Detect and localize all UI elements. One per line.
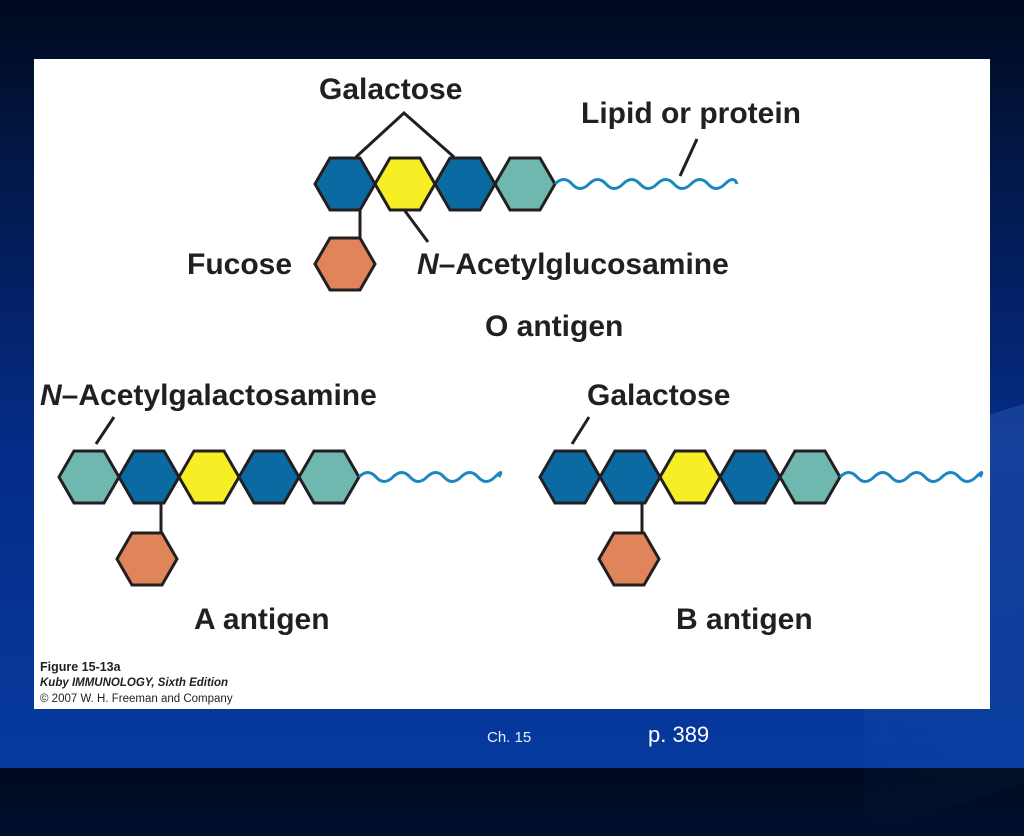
galactose-pointer-line [570, 416, 591, 445]
n-acetylglucosamine-label: N–Acetylglucosamine [417, 248, 729, 281]
fucose-hexagon [597, 531, 661, 587]
lipid-protein-chain [357, 471, 503, 483]
fucose-label: Fucose [187, 248, 292, 281]
n-acetylglucosamine-hexagon [177, 449, 241, 505]
o-antigen-title: O antigen [485, 310, 623, 343]
n-acetylgalactosamine-hexagon [778, 449, 842, 505]
n-acetylglucosamine-hexagon [373, 156, 437, 212]
galactose-hexagon [718, 449, 782, 505]
copyright-line: © 2007 W. H. Freeman and Company [40, 693, 233, 705]
lipid-or-protein-label: Lipid or protein [581, 97, 801, 130]
b-galactose-label: Galactose [587, 379, 730, 412]
galactose-hexagon [237, 449, 301, 505]
galactose-hexagon [538, 449, 602, 505]
b-antigen-structure: Galactose B antigen [538, 379, 984, 636]
book-title: Kuby IMMUNOLOGY, Sixth Edition [40, 677, 229, 689]
fucose-hexagon [313, 236, 377, 292]
blood-group-antigen-diagram: Galactose Lipid or protein Fucose N–Acet… [40, 73, 984, 636]
o-galactose-label: Galactose [319, 73, 462, 106]
o-antigen-structure: Galactose Lipid or protein Fucose N–Acet… [187, 73, 801, 343]
figure-caption: Figure 15-13a Kuby IMMUNOLOGY, Sixth Edi… [40, 659, 233, 707]
a-antigen-title: A antigen [194, 603, 330, 636]
lipid-protein-chain [838, 471, 984, 483]
n-acetylgalactosamine-rest: –Acetylgalactosamine [62, 379, 377, 412]
n-acetylgalactosamine-hexagon [493, 156, 557, 212]
n-acetylgalactosamine-hexagon [297, 449, 361, 505]
galactose-hexagon [117, 449, 181, 505]
n-acetylglucosamine-prefix: N [417, 248, 440, 281]
n-acetylgalactosamine-label: N–Acetylgalactosamine [40, 379, 377, 412]
n-acetylgalactosamine-prefix: N [40, 379, 63, 412]
galactose-pointer-line [354, 110, 455, 159]
figure-number: Figure 15-13a [40, 660, 121, 674]
lipid-pointer-line [678, 138, 699, 177]
fucose-hexagon [115, 531, 179, 587]
footer-page-number: p. 389 [648, 722, 710, 747]
galactose-hexagon [433, 156, 497, 212]
a-antigen-structure: N–Acetylgalactosamine A antigen [40, 379, 503, 636]
lipid-protein-chain [553, 178, 739, 190]
n-acetylgalactosamine-pointer-line [94, 416, 116, 445]
galactose-hexagon [598, 449, 662, 505]
footer-chapter: Ch. 15 [487, 729, 532, 746]
galactose-hexagon [313, 156, 377, 212]
b-antigen-title: B antigen [676, 603, 813, 636]
n-acetylglucosamine-rest: –Acetylglucosamine [439, 248, 729, 281]
n-acetylgalactosamine-hexagon [57, 449, 121, 505]
n-acetylglucosamine-hexagon [658, 449, 722, 505]
figure-panel: Galactose Lipid or protein Fucose N–Acet… [34, 59, 990, 709]
n-acetylglucosamine-pointer-line [403, 210, 430, 243]
